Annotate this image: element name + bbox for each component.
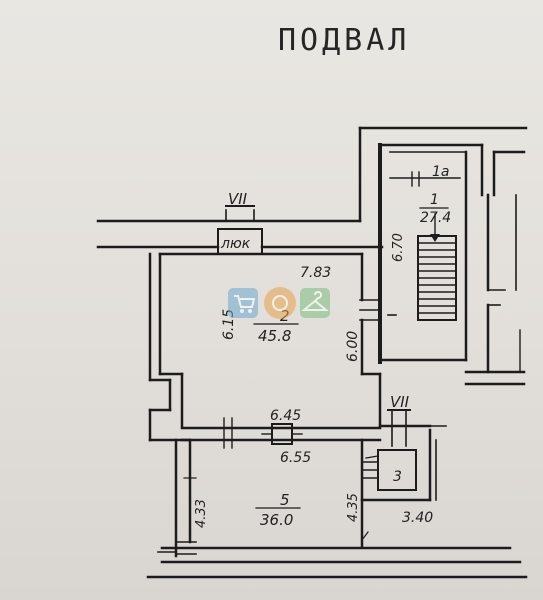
dim-room5-top: 6.55 bbox=[280, 450, 311, 466]
upper-corridor bbox=[96, 126, 528, 249]
dimension-ticks bbox=[183, 455, 379, 541]
room-labels: 1a 1 27.4 2 45.8 3 5 36.0 bbox=[253, 164, 451, 529]
dim-room2-bottom: 6.45 bbox=[270, 408, 301, 424]
dimension-labels: 6.70 7.83 6.15 6.00 6.45 6.55 4.33 4.35 … bbox=[194, 233, 433, 528]
room-1a-number: 1a bbox=[432, 164, 450, 180]
dim-room2-right: 6.00 bbox=[345, 331, 361, 362]
room-3 bbox=[361, 449, 417, 491]
room-3-number: 3 bbox=[393, 469, 402, 485]
hanger-icon bbox=[300, 288, 330, 318]
dim-room1-length: 6.70 bbox=[391, 233, 406, 262]
axis-marker-lower: VII bbox=[387, 393, 411, 447]
room-5-number: 5 bbox=[280, 491, 290, 509]
hatch-label: люк bbox=[220, 236, 251, 252]
room-5-walls bbox=[146, 424, 528, 579]
watermark-logo bbox=[228, 287, 330, 319]
axis-label-lower: VII bbox=[390, 393, 410, 411]
room-2-walls bbox=[148, 252, 382, 442]
room-1-walls bbox=[359, 143, 484, 364]
room-1-area: 27.4 bbox=[420, 210, 451, 226]
axis-marker-upper: VII bbox=[225, 190, 255, 222]
food-icon bbox=[264, 287, 296, 319]
room-5-area: 36.0 bbox=[260, 511, 293, 529]
room-2-area: 45.8 bbox=[258, 327, 291, 345]
staircase bbox=[417, 213, 457, 321]
dim-room5-right: 4.35 bbox=[346, 493, 361, 522]
plan-title: ПОДВАЛ bbox=[278, 23, 410, 58]
hatch: люк bbox=[217, 228, 263, 255]
cart-icon bbox=[228, 288, 258, 318]
dim-room2-top: 7.83 bbox=[300, 265, 331, 281]
room-1-number: 1 bbox=[430, 192, 439, 208]
axis-label-upper: VII bbox=[228, 190, 248, 208]
right-outer-walls bbox=[464, 150, 526, 386]
partition-wall bbox=[180, 417, 382, 449]
dim-room5-right-bottom: 3.40 bbox=[402, 510, 433, 526]
dim-room5-left: 4.33 bbox=[194, 499, 209, 528]
